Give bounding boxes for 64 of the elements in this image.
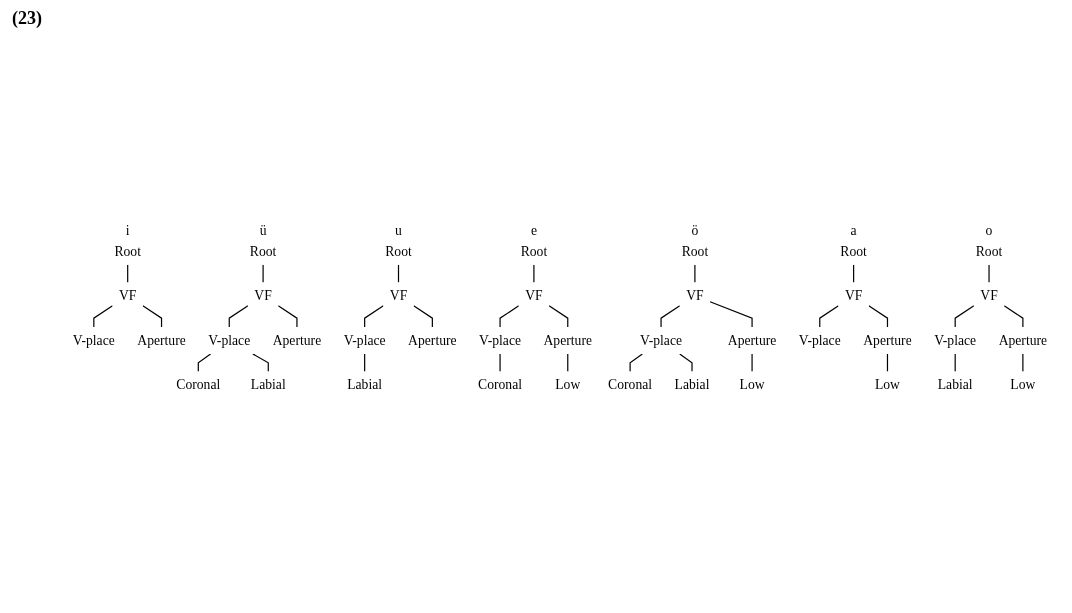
node-text: e Root [520, 222, 548, 259]
node-text: Aperture [137, 332, 186, 348]
node-text: Low [1010, 376, 1036, 392]
connector [709, 300, 753, 328]
node-text: Aperture [727, 332, 777, 348]
node-text: VF [254, 287, 272, 303]
connector [679, 352, 693, 372]
node-text: Coronal [478, 376, 523, 392]
node-text: V-place [208, 332, 251, 348]
connector [954, 304, 975, 328]
node-text: Low [874, 376, 900, 392]
connector [142, 304, 163, 328]
node-text: Aperture [998, 332, 1048, 348]
connector [660, 304, 681, 328]
connector [548, 304, 569, 328]
connector [629, 352, 643, 372]
node-text: VF [525, 287, 543, 303]
node-text: V-place [343, 332, 386, 348]
node-text: a Root [840, 222, 867, 259]
connector [228, 304, 249, 328]
node-text: Labial [347, 376, 383, 392]
connector [252, 352, 269, 372]
node-text: VF [389, 287, 408, 303]
node-text: Aperture [863, 332, 912, 348]
connector [197, 352, 212, 372]
node-text: Aperture [272, 332, 322, 348]
connector [413, 304, 433, 328]
node-text: Labial [937, 376, 973, 392]
node-text: o Root [975, 222, 1003, 259]
connector [499, 352, 501, 372]
node-text: Labial [674, 376, 710, 392]
node-text: ü Root [249, 222, 277, 259]
connector [533, 263, 535, 283]
connector [868, 304, 889, 328]
node-text: V-place [934, 332, 977, 348]
node-text: u Root [385, 222, 412, 259]
node-text: V-place [640, 332, 683, 348]
node-text: ö Root [681, 222, 709, 259]
node-text: i Root [114, 222, 141, 259]
node-text: V-place [72, 332, 115, 348]
connector [262, 263, 264, 283]
connector [819, 304, 840, 328]
connector [277, 304, 298, 328]
node-text: Coronal [608, 376, 653, 392]
node-text: VF [686, 287, 704, 303]
example-number: (23) [12, 8, 42, 29]
connector [1022, 352, 1024, 372]
node-text: Coronal [176, 376, 221, 392]
connector [751, 352, 753, 372]
node-text: Aperture [543, 332, 593, 348]
connector [93, 304, 114, 328]
connector [694, 263, 696, 283]
connector [364, 304, 384, 328]
connector [1003, 304, 1024, 328]
node-text: Low [555, 376, 581, 392]
connector [499, 304, 520, 328]
node-text: V-place [479, 332, 522, 348]
node-text: Labial [250, 376, 286, 392]
node-text: Low [739, 376, 765, 392]
node-text: VF [844, 287, 863, 303]
node-text: V-place [798, 332, 841, 348]
node-text: VF [980, 287, 998, 303]
node-text: VF [118, 287, 137, 303]
node-text: Aperture [408, 332, 457, 348]
